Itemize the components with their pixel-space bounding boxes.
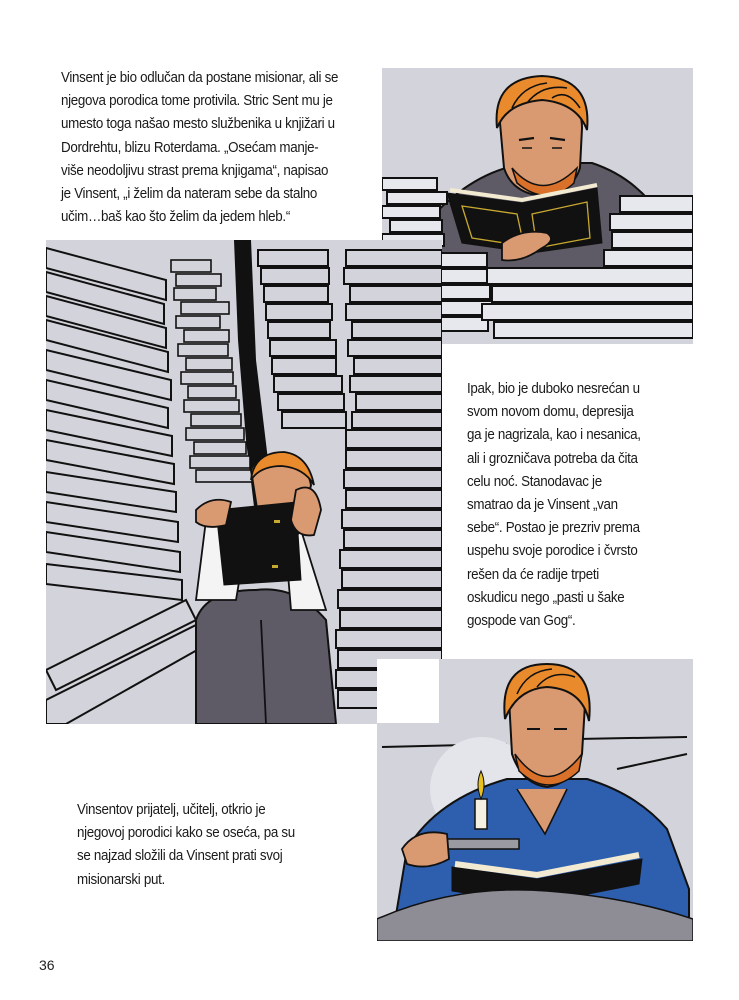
caption-line: celu noć. Stanodavac je — [467, 472, 602, 490]
caption-line: Vinsentov prijatelj, učitelj, otkrio je — [77, 801, 266, 818]
book-canyon-illustration — [46, 240, 442, 724]
caption-line: Ipak, bio je duboko nesrećan u — [467, 380, 640, 397]
caption-line: njegova porodica tome protivila. Stric S… — [61, 92, 333, 110]
caption-depression: Ipak, bio je duboko nesrećan u svom novo… — [467, 377, 696, 632]
caption-line: učim…baš kao što želim da jedem hleb.“ — [61, 208, 290, 226]
caption-line: njegovoj porodici kako se oseća, pa su — [77, 824, 295, 842]
caption-line: se najzad složili da Vinsent prati svoj — [77, 847, 283, 865]
vincent-candlelight-illustration — [377, 659, 693, 941]
caption-line: oskudicu nego „pasti u šake — [467, 588, 625, 606]
caption-intro: Vinsent je bio odlučan da postane mision… — [61, 66, 378, 228]
caption-line: Vinsent je bio odlučan da postane mision… — [61, 69, 339, 86]
caption-line: Dordrehtu, blizu Roterdama. „Osećam manj… — [61, 138, 319, 156]
caption-line: rešen da će radije trpeti — [467, 565, 599, 583]
caption-line: smatrao da je Vinsent „van — [467, 496, 618, 514]
caption-line: umesto toga našao mesto službenika u knj… — [61, 115, 335, 133]
illustration-panel-3 — [377, 659, 693, 941]
caption-line: ga je nagrizala, kao i nesanica, — [467, 426, 641, 444]
illustration-panel-1 — [382, 68, 693, 344]
vincent-reading-illustration — [382, 68, 693, 344]
caption-line: misionarski put. — [77, 870, 165, 888]
caption-line: više neodoljivu strast prema knjigama“, … — [61, 161, 329, 179]
caption-missionary: Vinsentov prijatelj, učitelj, otkrio je … — [77, 798, 359, 891]
caption-line: sebe“. Postao je prezriv prema — [467, 519, 640, 537]
caption-line: je Vinsent, „i želim da nateram sebe da … — [61, 185, 318, 203]
illustration-panel-2 — [46, 240, 442, 724]
caption-line: ali i grozničava potreba da čita — [467, 449, 638, 467]
caption-line: gospode van Gog“. — [467, 612, 576, 630]
caption-line: svom novom domu, depresija — [467, 403, 634, 421]
page-number: 36 — [39, 957, 55, 973]
caption-line: uspehu svoje porodice i čvrsto — [467, 542, 638, 560]
